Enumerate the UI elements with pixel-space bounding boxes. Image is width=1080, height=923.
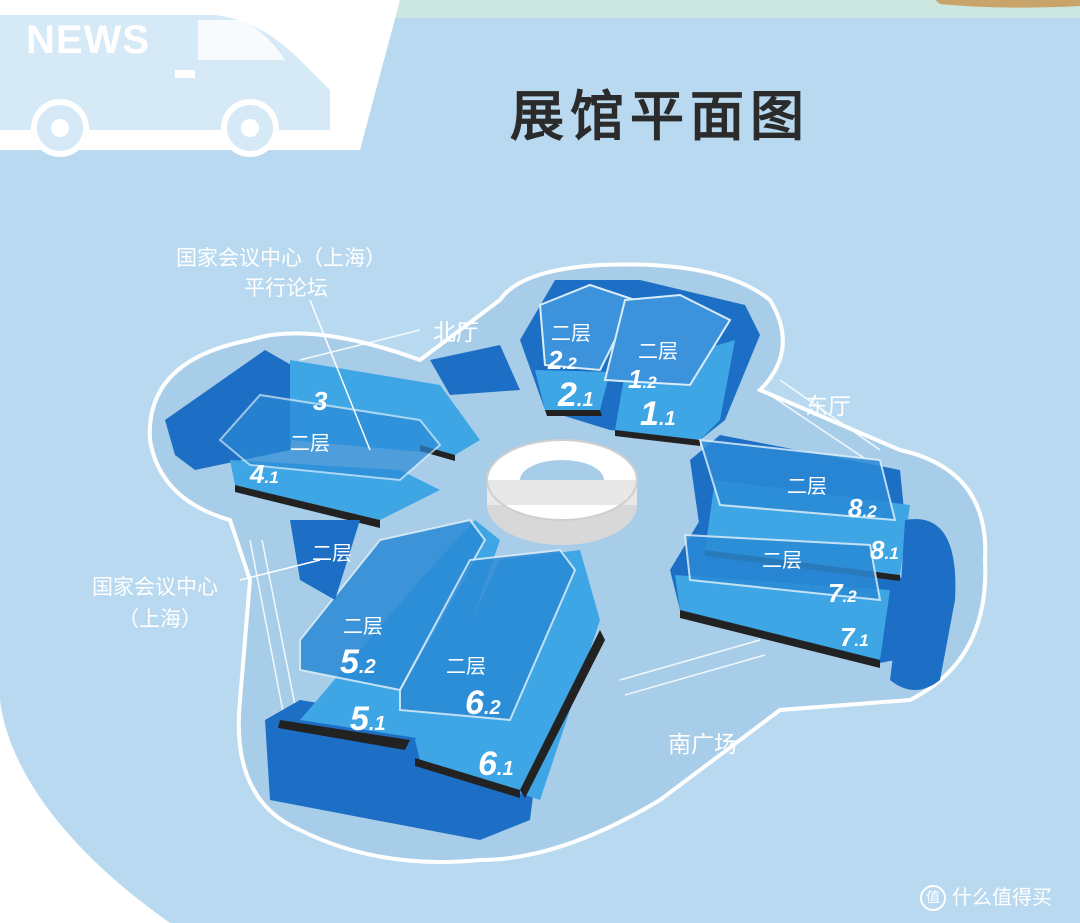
news-badge <box>0 0 400 157</box>
east-wing <box>670 435 956 690</box>
hall-7-2: 7.2 <box>828 578 857 608</box>
floor-label-north-right: 二层 <box>638 339 678 363</box>
hall-1-2: 1.2 <box>628 364 657 394</box>
hall-3: 3 <box>313 386 328 416</box>
forum-label-line2: 平行论坛 <box>244 276 328 300</box>
hall-5-1: 5.1 <box>350 700 386 738</box>
floor-label-east-top: 二层 <box>787 474 827 498</box>
watermark-text: 什么值得买 <box>952 884 1052 909</box>
floor-label-east-bottom: 二层 <box>762 548 802 572</box>
leader-lines <box>239 299 371 581</box>
west-wing <box>165 350 480 528</box>
hall-6-1: 6.1 <box>478 745 514 783</box>
hall-5-2: 5.2 <box>340 643 376 681</box>
floor-label-south-right: 二层 <box>446 654 486 678</box>
south-wing <box>265 518 605 840</box>
zhi-logo-icon: 值 <box>920 885 946 911</box>
floor-label-south-left: 二层 <box>343 614 383 638</box>
convention-center-line2: （上海） <box>118 607 202 631</box>
south-plaza-label: 南广场 <box>668 732 737 758</box>
hall-8-1: 8.1 <box>870 535 899 565</box>
floor-label-west: 二层 <box>290 431 330 455</box>
north-wing <box>430 280 760 446</box>
hall-7-1: 7.1 <box>840 622 869 652</box>
top-strip <box>180 0 1080 18</box>
forum-label-line1: 国家会议中心（上海） <box>176 246 386 270</box>
floor-label-north-left: 二层 <box>551 321 591 345</box>
east-hall-label: 东厅 <box>805 394 851 420</box>
top-accent <box>935 0 1080 8</box>
hall-8-2: 8.2 <box>848 493 877 523</box>
hall-2-1: 2.1 <box>558 376 594 414</box>
hall-6-2: 6.2 <box>465 684 501 722</box>
watermark: 值什么值得买 <box>920 881 1052 911</box>
hall-2-2: 2.2 <box>548 345 577 375</box>
central-ring <box>486 439 638 545</box>
page-title: 展馆平面图 <box>510 85 810 148</box>
hall-4-1: 4.1 <box>250 459 279 489</box>
hall-1-1: 1.1 <box>640 395 676 433</box>
floor-label-center: 二层 <box>312 541 352 565</box>
news-label: NEWS <box>26 18 150 62</box>
north-hall-label: 北厅 <box>433 320 479 346</box>
convention-center-line1: 国家会议中心 <box>92 575 218 599</box>
